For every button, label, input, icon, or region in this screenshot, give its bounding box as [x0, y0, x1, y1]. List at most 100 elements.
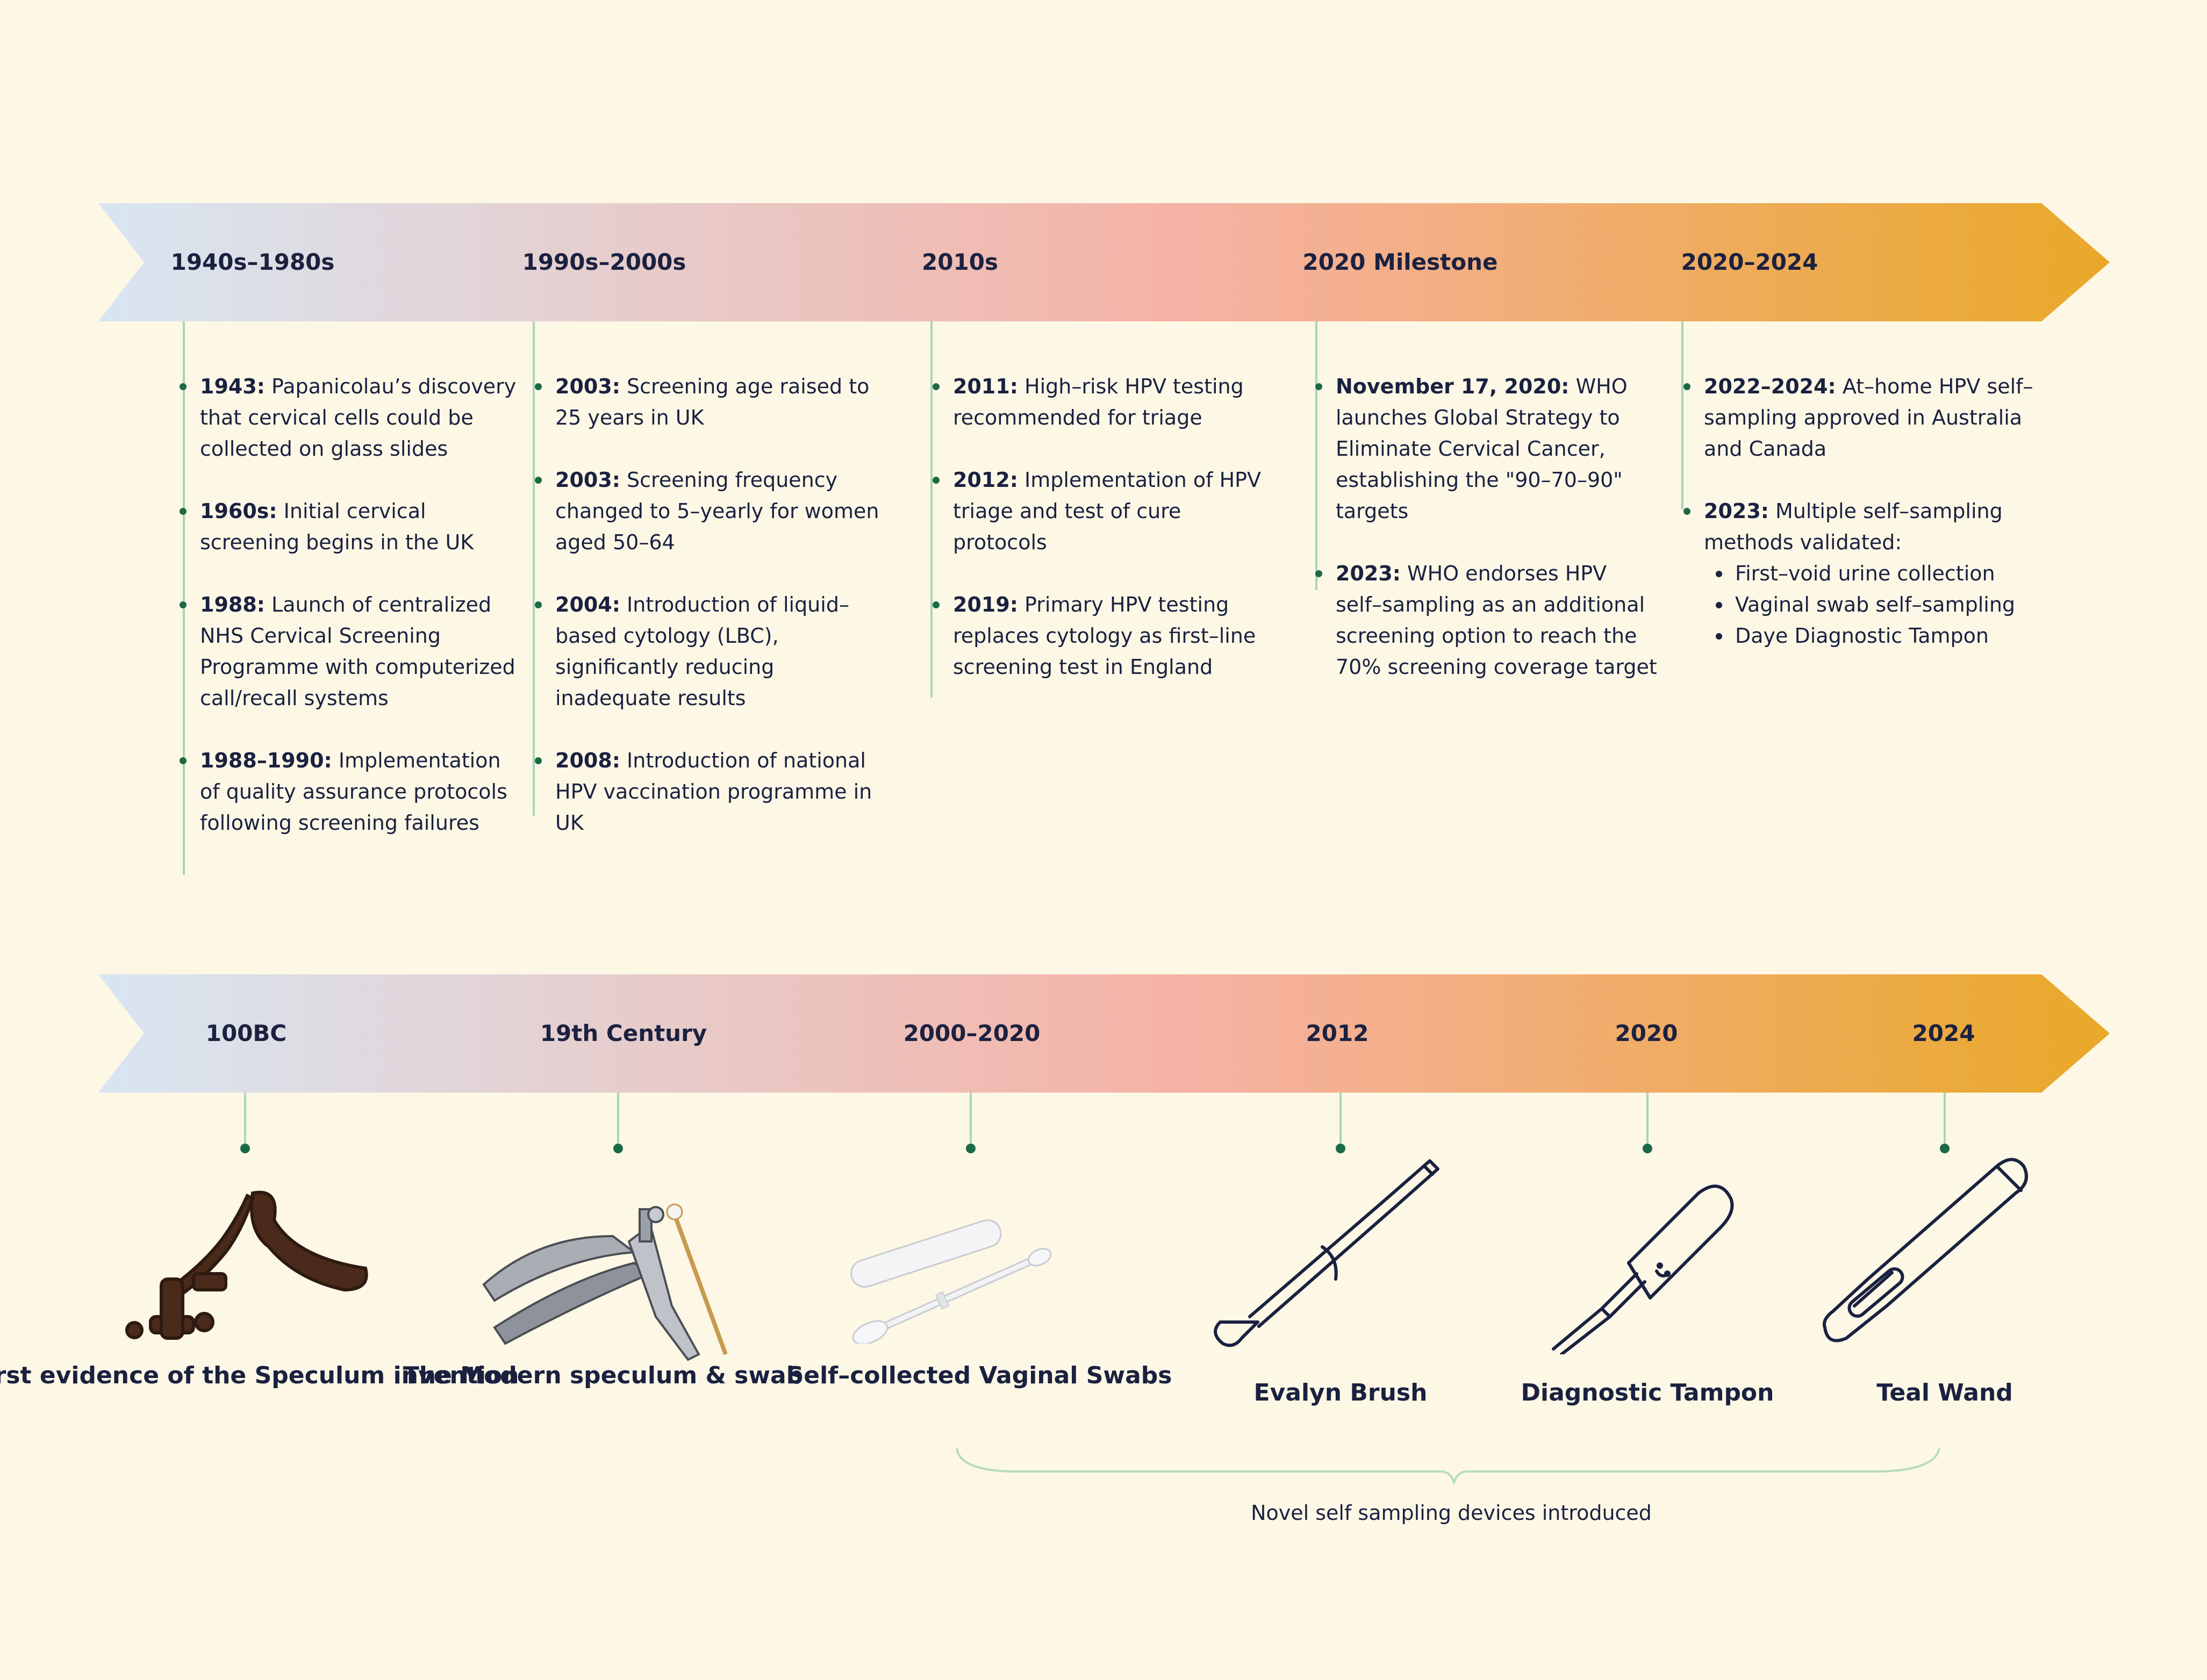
milestone-tick: [1944, 1093, 1946, 1149]
timeline-event: 2019: Primary HPV testing replaces cytol…: [933, 589, 1276, 683]
self-sampling-brace-caption: Novel self sampling devices introduced: [1251, 1501, 1652, 1525]
period-label-1990s-2000s: 1990s–2000s: [522, 249, 686, 275]
event-text: Launch of centralized NHS Cervical Scree…: [200, 593, 515, 710]
ancient-speculum-icon: [125, 1190, 368, 1340]
list-item: Daye Diagnostic Tampon: [1704, 620, 2037, 651]
event-text: Primary HPV testing replaces cytology as…: [953, 593, 1256, 679]
timeline-event: 2008: Introduction of national HPV vacci…: [535, 745, 888, 838]
event-year: 1960s:: [200, 499, 277, 523]
bullet-dot: [180, 601, 187, 608]
bullet-dot: [1315, 570, 1322, 577]
bullet-dot: [180, 383, 187, 390]
milestone-tick: [970, 1093, 972, 1149]
period-label-2020-2024: 2020–2024: [1681, 249, 1818, 275]
period-events-1940s-1980s: 1943: Papanicolau’s discovery that cervi…: [180, 371, 522, 870]
milestone-year-2020: 2020: [1615, 1020, 1678, 1046]
milestone-year-100bc: 100BC: [205, 1020, 287, 1046]
self-sampling-methods-list: First–void urine collection Vaginal swab…: [1704, 558, 2037, 651]
timeline-event: 2003: Screening age raised to 25 years i…: [535, 371, 888, 433]
modern-speculum-icon: [482, 1203, 728, 1361]
milestone-year-2000-2020: 2000–2020: [903, 1020, 1041, 1046]
event-text: WHO endorses HPV self–sampling as an add…: [1336, 562, 1657, 679]
milestone-dot: [1336, 1144, 1345, 1153]
timeline-event: 2023: WHO endorses HPV self–sampling as …: [1315, 558, 1658, 683]
event-year: 2023:: [1704, 499, 1769, 523]
event-text: Introduction of liquid–based cytology (L…: [555, 593, 849, 710]
milestone-tick: [1339, 1093, 1342, 1149]
period-stem: [1681, 321, 1683, 509]
diagnostic-tampon-icon: [1552, 1184, 1734, 1354]
event-year: 2003:: [555, 468, 620, 492]
event-text: Initial cervical screening begins in the…: [200, 499, 474, 554]
period-events-2010s: 2011: High–risk HPV testing recommended …: [933, 371, 1276, 714]
event-year: 2004:: [555, 593, 620, 616]
event-text: Screening age raised to 25 years in UK: [555, 375, 870, 429]
milestone-tick: [617, 1093, 619, 1149]
period-stem: [183, 321, 185, 875]
event-year: 2008:: [555, 749, 620, 772]
evalyn-brush-icon: [1214, 1159, 1439, 1347]
bullet-dot: [535, 383, 542, 390]
timeline-event: 2011: High–risk HPV testing recommended …: [933, 371, 1276, 433]
teal-wand-icon: [1823, 1158, 2028, 1342]
event-year: 2012:: [953, 468, 1018, 492]
bullet-dot: [535, 601, 542, 608]
device-label-teal-wand: Teal Wand: [1876, 1379, 2013, 1406]
milestone-dot: [1940, 1144, 1950, 1153]
event-year: 2011:: [953, 375, 1018, 398]
event-text: At–home HPV self–sampling approved in Au…: [1704, 375, 2033, 461]
event-text: Screening frequency changed to 5–yearly …: [555, 468, 879, 554]
milestone-dot: [966, 1144, 976, 1153]
bullet-dot: [933, 601, 940, 608]
event-text: WHO launches Global Strategy to Eliminat…: [1336, 375, 1628, 523]
timeline-event: 2004: Introduction of liquid–based cytol…: [535, 589, 888, 714]
device-label-evalyn-brush: Evalyn Brush: [1253, 1379, 1428, 1406]
timeline-event: 2012: Implementation of HPV triage and t…: [933, 464, 1276, 558]
period-events-2020-2024: 2022–2024: At–home HPV self–sampling app…: [1683, 371, 2037, 683]
milestone-year-19th-century: 19th Century: [540, 1020, 707, 1046]
timeline-event: November 17, 2020: WHO launches Global S…: [1315, 371, 1658, 527]
milestone-tick: [1646, 1093, 1649, 1149]
list-item: First–void urine collection: [1704, 558, 2037, 589]
policy-timeline-arrow: [98, 203, 2110, 321]
period-events-2020-milestone: November 17, 2020: WHO launches Global S…: [1315, 371, 1658, 714]
event-text: Multiple self–sampling methods validated…: [1704, 499, 2003, 554]
event-text: Implementation of quality assurance prot…: [200, 749, 507, 835]
period-label-1940s-1980s: 1940s–1980s: [170, 249, 335, 275]
period-stem: [1315, 321, 1317, 590]
device-label-vaginal-swabs: Self–collected Vaginal Swabs: [786, 1362, 1172, 1389]
event-year: 1988:: [200, 593, 265, 616]
timeline-event: 2023: Multiple self–sampling methods val…: [1683, 496, 2037, 651]
milestone-dot: [1643, 1144, 1652, 1153]
milestone-tick: [244, 1093, 246, 1149]
event-text: Papanicolau’s discovery that cervical ce…: [200, 375, 517, 461]
vaginal-swab-icon: [850, 1219, 1052, 1344]
milestone-year-2012: 2012: [1306, 1020, 1369, 1046]
device-label-modern-speculum: The Modern speculum & swab: [403, 1362, 804, 1389]
timeline-event: 1960s: Initial cervical screening begins…: [180, 496, 522, 558]
bullet-dot: [535, 757, 542, 764]
timeline-event: 2022–2024: At–home HPV self–sampling app…: [1683, 371, 2037, 464]
bullet-dot: [180, 757, 187, 764]
period-stem: [533, 321, 535, 816]
event-text: Implementation of HPV triage and test of…: [953, 468, 1262, 554]
milestone-dot: [613, 1144, 623, 1153]
event-text: Introduction of national HPV vaccination…: [555, 749, 872, 835]
period-stem: [930, 321, 933, 698]
bullet-dot: [1683, 508, 1690, 515]
bullet-dot: [1315, 383, 1322, 390]
milestone-dot: [240, 1144, 250, 1153]
timeline-event: 1943: Papanicolau’s discovery that cervi…: [180, 371, 522, 464]
event-year: 1943:: [200, 375, 265, 398]
milestone-year-2024: 2024: [1912, 1020, 1975, 1046]
bullet-dot: [1683, 383, 1690, 390]
period-events-1990s-2000s: 2003: Screening age raised to 25 years i…: [535, 371, 888, 870]
event-text: High–risk HPV testing recommended for tr…: [953, 375, 1244, 429]
event-year: 2022–2024:: [1704, 375, 1836, 398]
period-label-2020-milestone: 2020 Milestone: [1302, 249, 1498, 275]
period-label-2010s: 2010s: [922, 249, 998, 275]
timeline-event: 1988–1990: Implementation of quality ass…: [180, 745, 522, 838]
list-item: Vaginal swab self–sampling: [1704, 589, 2037, 620]
